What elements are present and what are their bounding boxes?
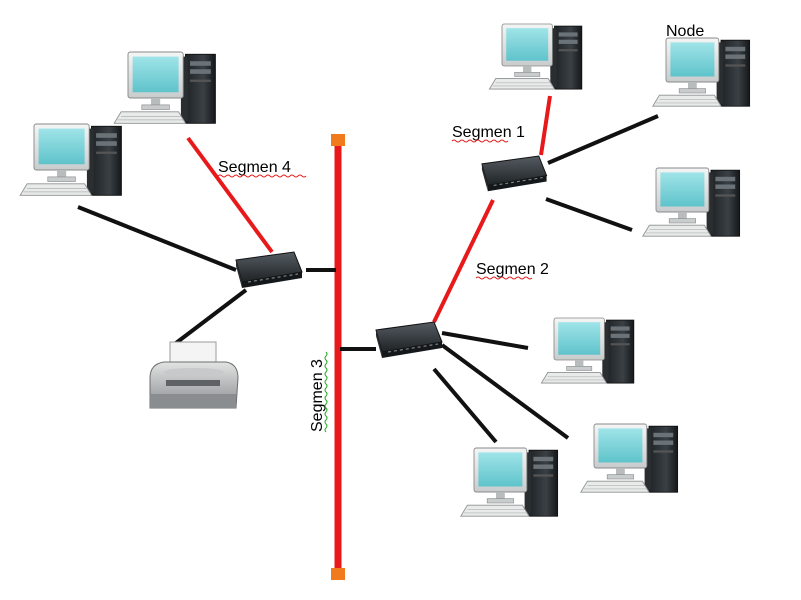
cable-computer-left-hub — [77, 205, 237, 272]
backbone-terminator-bottom — [331, 568, 345, 580]
segmen-2-cable — [432, 199, 495, 323]
segmen-1-cable — [539, 95, 552, 156]
hub-left — [235, 251, 303, 289]
cable-hub-top-right-right — [545, 197, 633, 232]
segmen-1-label-group: Segmen 1 — [451, 124, 525, 143]
computer-top-middle — [488, 23, 583, 90]
label-segmen-2: Segmen 2 — [476, 261, 549, 278]
cable-printer-hub — [174, 288, 248, 345]
hub-center — [375, 321, 443, 359]
spellcheck-squiggle — [217, 174, 307, 178]
cable-hub-top-right-node — [547, 114, 659, 165]
label-segmen-4: Segmen 4 — [218, 159, 291, 176]
computer-left — [19, 123, 122, 196]
computer-bottom-right — [580, 423, 679, 493]
computer-node — [652, 37, 751, 107]
computer-right — [642, 167, 741, 237]
computer-right-lower — [540, 317, 635, 384]
computer-bottom-middle — [460, 447, 559, 517]
printer-icon — [149, 341, 239, 409]
hub-top-right — [481, 155, 548, 192]
segmen-3-label-group: Segmen 3 — [309, 351, 328, 433]
spellcheck-squiggle — [324, 351, 328, 433]
label-node: Node — [666, 23, 704, 40]
backbone-terminator-top — [331, 134, 345, 146]
label-segmen-1: Segmen 1 — [452, 124, 525, 141]
segmen-2-label-group: Segmen 2 — [475, 261, 549, 280]
segmen-4-cable — [186, 136, 274, 254]
cable-hub-center-right-lower — [441, 331, 529, 350]
segmen-4-label-group: Segmen 4 — [217, 159, 307, 178]
label-segmen-3: Segmen 3 — [309, 359, 326, 432]
cable-hub-center-bottom-middle — [432, 367, 498, 444]
computer-top-left — [113, 51, 216, 124]
cable-hub-center-bottom-right — [440, 343, 570, 440]
spellcheck-squiggle — [451, 139, 509, 143]
spellcheck-squiggle — [475, 276, 533, 280]
